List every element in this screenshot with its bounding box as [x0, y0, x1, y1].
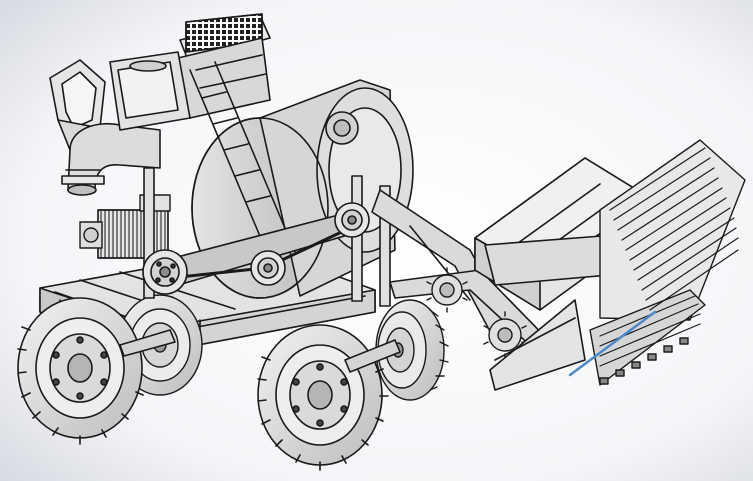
axles	[119, 329, 401, 373]
sprocket-upper	[426, 267, 468, 313]
feed-hopper	[177, 13, 271, 119]
conveyor-teeth	[599, 337, 689, 385]
harvester-assembly	[17, 13, 746, 471]
frame-posts	[143, 167, 391, 307]
belt-drive	[142, 202, 370, 295]
engine-block	[79, 194, 171, 259]
exhaust-pipe	[61, 123, 161, 196]
header-box	[474, 157, 691, 391]
pulley-large	[142, 249, 188, 295]
conveyor-rods	[599, 147, 739, 367]
sprocket-gears	[426, 267, 527, 359]
digger-conveyor	[568, 139, 746, 386]
fuel-tank	[109, 51, 191, 131]
front-left-wheel	[17, 297, 144, 445]
blue-accent-edge	[568, 310, 657, 377]
ladder-frame	[189, 61, 296, 261]
pulley-middle	[250, 250, 286, 286]
pulley-upper	[334, 202, 370, 238]
front-right-wheel	[257, 324, 389, 471]
